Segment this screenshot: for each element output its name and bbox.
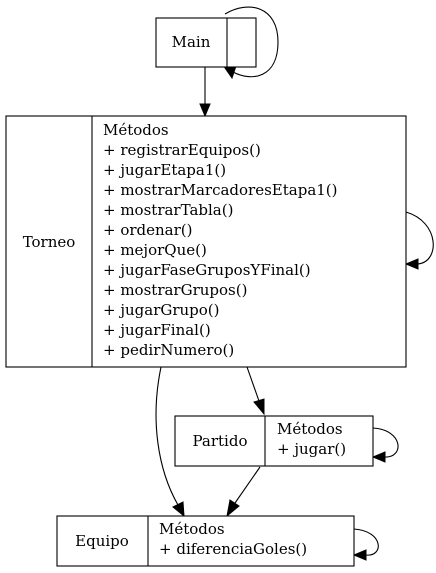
torneo-section-title: Métodos [103, 121, 169, 139]
partido-section-title: Métodos [277, 420, 343, 438]
node-torneo: Torneo Métodos + registrarEquipos() + jug… [5, 115, 407, 368]
partido-method-list: + jugar() [277, 440, 346, 458]
edge-torneo-self-loop-arrowhead [404, 258, 419, 270]
main-box [155, 17, 257, 68]
equipo-section-title: Métodos [159, 520, 225, 538]
edges [155, 6, 434, 561]
torneo-method: + jugarFinal() [103, 321, 211, 339]
edge-partido-self-loop-arrowhead [371, 451, 386, 463]
edge-main-to-torneo-arrowhead [199, 103, 211, 118]
torneo-method: + jugarGrupo() [103, 301, 220, 319]
equipo-method: + diferenciaGoles() [159, 540, 307, 558]
torneo-method: + jugarFaseGruposYFinal() [103, 261, 311, 279]
edge-partido-to-equipo-arrowhead [226, 499, 240, 518]
torneo-box [5, 115, 407, 368]
torneo-method-list: + registrarEquipos() + jugarEtapa1() + mos… [103, 141, 338, 359]
torneo-name: Torneo [23, 233, 76, 251]
torneo-method: + mostrarMarcadoresEtapa1() [103, 181, 338, 199]
torneo-method: + registrarEquipos() [103, 141, 261, 159]
edge-main-self-loop [224, 6, 279, 78]
edge-torneo-to-equipo-arrowhead [172, 501, 185, 518]
main-name: Main [172, 33, 211, 51]
edge-main-self-loop-arrowhead [224, 65, 237, 80]
torneo-method: + mostrarGrupos() [103, 281, 247, 299]
node-partido: Partido Métodos + jugar() [174, 415, 374, 467]
partido-name: Partido [193, 432, 248, 450]
torneo-method: + pedirNumero() [103, 341, 234, 359]
edge-torneo-to-partido [246, 366, 260, 402]
equipo-box [56, 515, 355, 567]
edge-torneo-to-partido-arrowhead [253, 398, 265, 416]
torneo-method: + mostrarTabla() [103, 201, 233, 219]
edge-torneo-self-loop [405, 211, 434, 265]
edge-equipo-self-loop-arrowhead [352, 549, 367, 561]
partido-method: + jugar() [277, 440, 346, 458]
edge-torneo-to-equipo [155, 366, 179, 506]
torneo-method: + ordenar() [103, 221, 193, 239]
torneo-method: + jugarEtapa1() [103, 161, 226, 179]
node-main: Main [155, 17, 257, 68]
equipo-method-list: + diferenciaGoles() [159, 540, 307, 558]
node-equipo: Equipo Métodos + diferenciaGoles() [56, 515, 355, 567]
torneo-method: + mejorQue() [103, 241, 207, 259]
edge-equipo-self-loop [353, 528, 379, 556]
equipo-name: Equipo [75, 532, 129, 550]
edge-partido-self-loop [372, 427, 399, 458]
edge-partido-to-equipo [234, 466, 261, 504]
partido-box [174, 415, 374, 467]
